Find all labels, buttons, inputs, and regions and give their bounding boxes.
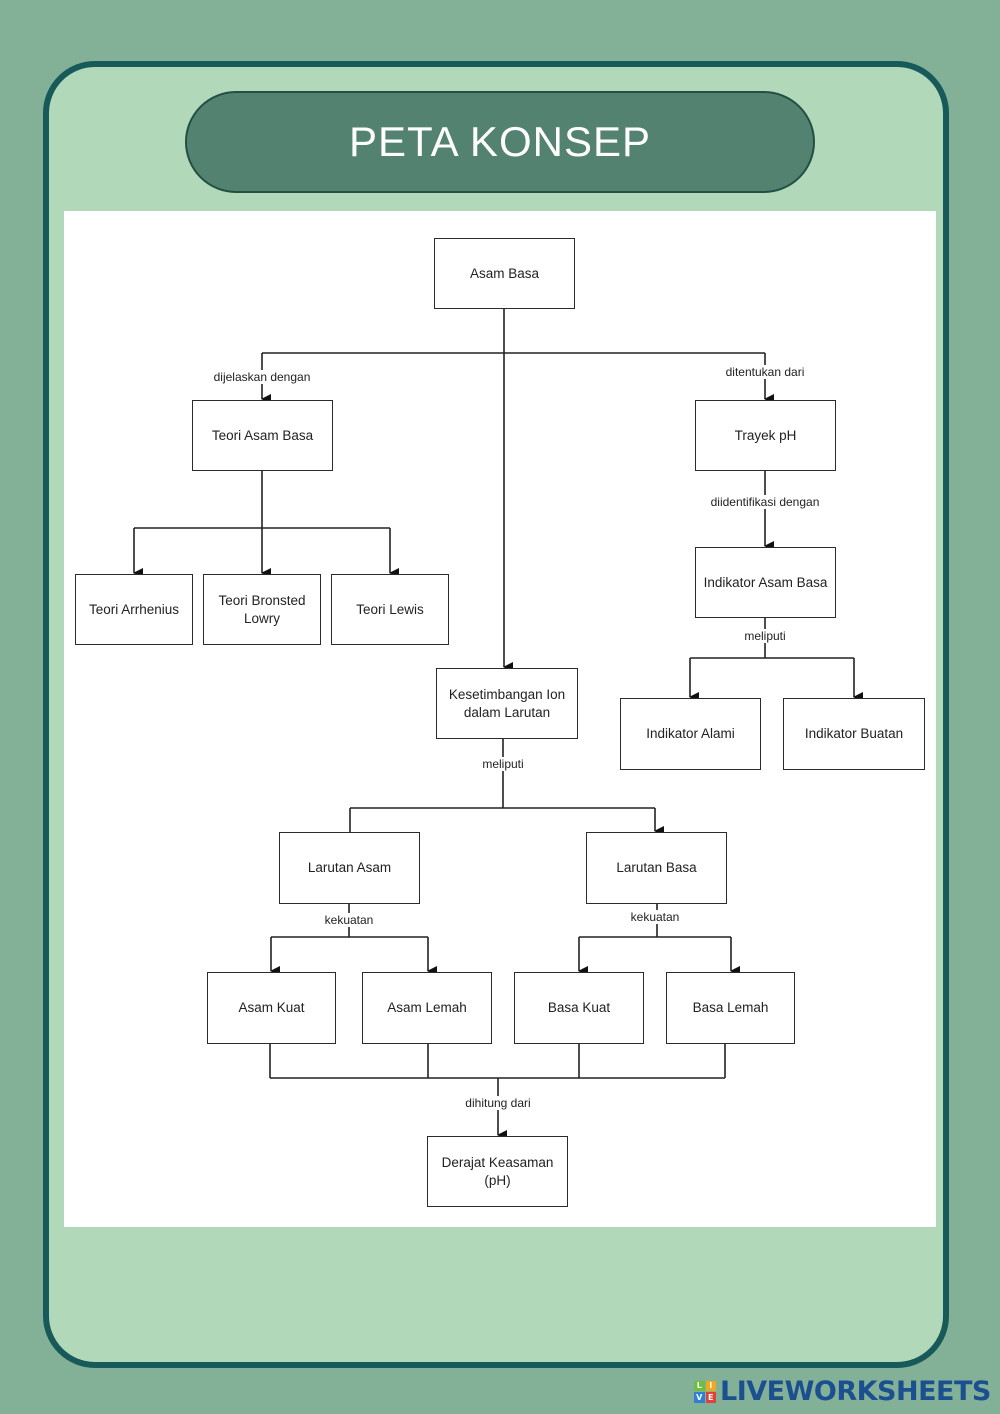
edge-label-kekuatan-basa: kekuatan: [629, 910, 681, 924]
node-label: Derajat Keasaman (pH): [441, 1154, 554, 1188]
edge-label-meliputi-kesetimbangan: meliputi: [481, 757, 525, 771]
node-indikator-alami: Indikator Alami: [620, 698, 761, 770]
node-label: Indikator Alami: [646, 726, 735, 741]
edge-label-kekuatan-asam: kekuatan: [323, 913, 375, 927]
edge-label-ditentukan: ditentukan dari: [724, 365, 806, 379]
node-teori-arrhenius: Teori Arrhenius: [75, 574, 193, 645]
node-label: Teori Lewis: [356, 601, 424, 617]
logo-letter: V: [694, 1392, 705, 1403]
node-basa-kuat: Basa Kuat: [514, 972, 644, 1044]
node-teori-bronsted-lowry: Teori Bronsted Lowry: [203, 574, 321, 645]
edge-label-dijelaskan: dijelaskan dengan: [212, 370, 312, 384]
node-label: Teori Bronsted Lowry: [218, 592, 306, 626]
logo-letter: I: [705, 1380, 716, 1391]
node-teori-asam-basa: Teori Asam Basa: [192, 400, 333, 471]
node-kesetimbangan-ion: Kesetimbangan Ion dalam Larutan: [436, 668, 578, 739]
logo-letter: L: [694, 1380, 705, 1391]
node-indikator-buatan: Indikator Buatan: [783, 698, 925, 770]
liveworksheets-brand[interactable]: L I V E LIVEWORKSHEETS: [694, 1376, 991, 1407]
node-label: Basa Kuat: [547, 1000, 611, 1015]
edge-label-meliputi-indikator: meliputi: [743, 629, 787, 643]
node-teori-lewis: Teori Lewis: [331, 574, 449, 645]
concept-map: Asam Basa Teori Asam Basa Trayek pH Teor…: [64, 211, 936, 1227]
title-banner: PETA KONSEP: [185, 91, 815, 193]
edge-label-dihitung: dihitung dari: [464, 1096, 532, 1110]
node-larutan-asam: Larutan Asam: [279, 832, 420, 904]
page-title: PETA KONSEP: [349, 118, 651, 165]
liveworksheets-logo-icon: L I V E: [694, 1380, 716, 1403]
node-label: Teori Asam Basa: [211, 427, 314, 443]
logo-letter: E: [705, 1392, 716, 1403]
node-derajat-keasaman: Derajat Keasaman (pH): [427, 1136, 568, 1207]
node-label: Indikator Asam Basa: [703, 574, 828, 590]
node-label: Asam Kuat: [238, 1000, 305, 1015]
node-trayek-ph: Trayek pH: [695, 400, 836, 471]
node-label: Larutan Asam: [307, 860, 392, 875]
connector-lines: [133, 308, 863, 1140]
node-label: Asam Basa: [469, 265, 540, 281]
node-asam-lemah: Asam Lemah: [362, 972, 492, 1044]
node-basa-lemah: Basa Lemah: [666, 972, 795, 1044]
node-label: Teori Arrhenius: [88, 601, 180, 617]
brand-wordmark: LIVEWORKSHEETS: [720, 1376, 991, 1407]
node-label: Trayek pH: [734, 427, 797, 443]
node-asam-basa: Asam Basa: [434, 238, 575, 309]
node-label: Indikator Buatan: [804, 726, 904, 741]
node-label: Kesetimbangan Ion dalam Larutan: [448, 686, 566, 720]
node-larutan-basa: Larutan Basa: [586, 832, 727, 904]
node-label: Basa Lemah: [692, 1000, 769, 1015]
node-label: Larutan Basa: [616, 860, 697, 875]
node-asam-kuat: Asam Kuat: [207, 972, 336, 1044]
edge-label-diidentifikasi: diidentifikasi dengan: [709, 495, 821, 509]
node-label: Asam Lemah: [387, 1000, 467, 1015]
node-indikator-asam-basa: Indikator Asam Basa: [695, 547, 836, 618]
